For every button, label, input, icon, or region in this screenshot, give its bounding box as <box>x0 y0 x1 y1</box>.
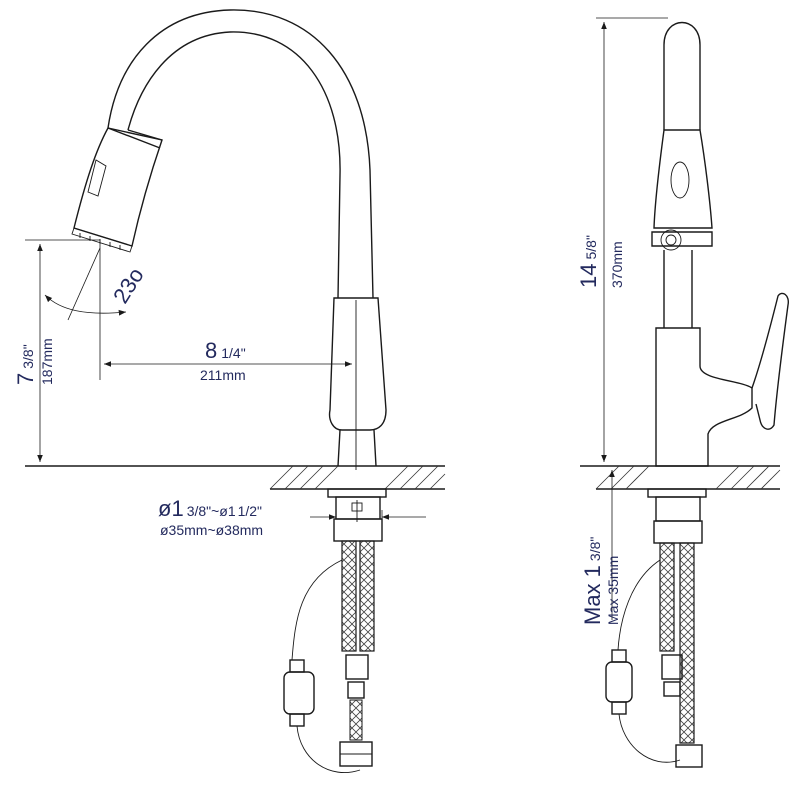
mounting-hardware-right <box>647 488 707 544</box>
reach-mm: 211mm <box>200 367 246 383</box>
angle-dimension: 23o <box>44 240 149 380</box>
front-view: 23o 73/8" 187mm 81/4" 211mm ø13/8"~ø11/ <box>13 9 446 774</box>
supply-hoses-right <box>605 542 703 768</box>
side-spout <box>651 21 713 328</box>
side-view: 145/8" 370mm Max 13/8" Max 35mm <box>576 17 790 768</box>
faucet-body-front <box>328 297 387 470</box>
side-body <box>655 292 790 467</box>
deck-thickness-inch: Max 13/8" <box>580 537 605 625</box>
deck-thickness-dimension: Max 13/8" Max 35mm <box>580 470 621 625</box>
total-height-dimension: 145/8" 370mm <box>576 17 668 462</box>
spout-height-dimension: 73/8" 187mm <box>13 239 100 462</box>
gooseneck-spout <box>71 9 374 299</box>
spout-height-mm: 187mm <box>39 338 55 385</box>
supply-hoses-left <box>283 540 375 774</box>
total-height-inch: 145/8" <box>576 235 601 288</box>
deck-thickness-mm: Max 35mm <box>605 556 621 625</box>
angle-value: 23o <box>108 263 149 307</box>
hole-diameter-mm: ø35mm~ø38mm <box>160 522 263 538</box>
countertop-left <box>25 465 446 490</box>
total-height-mm: 370mm <box>609 241 625 288</box>
spout-height-inch: 73/8" <box>13 344 38 385</box>
countertop-right <box>580 465 781 490</box>
mounting-hardware-left <box>327 488 387 542</box>
